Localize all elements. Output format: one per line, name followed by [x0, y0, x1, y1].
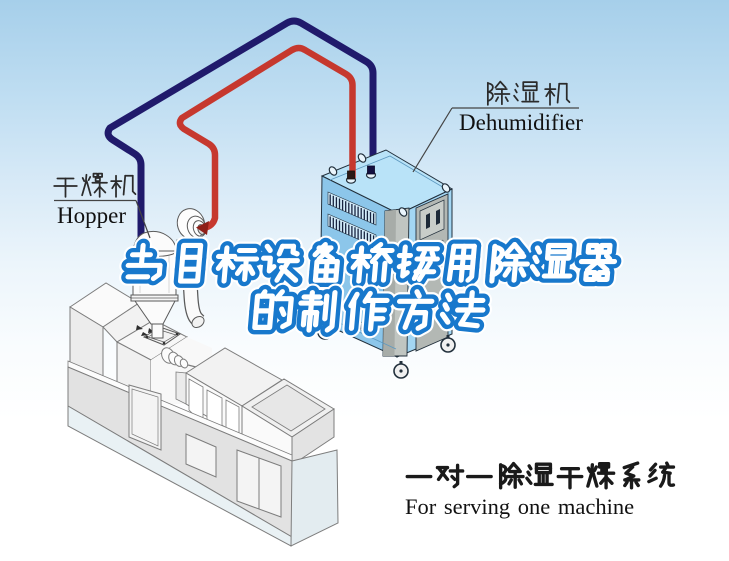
svg-text:For serving one machine: For serving one machine: [405, 494, 634, 519]
svg-text:Hopper: Hopper: [57, 203, 126, 228]
svg-text:Dehumidifier: Dehumidifier: [459, 110, 583, 135]
